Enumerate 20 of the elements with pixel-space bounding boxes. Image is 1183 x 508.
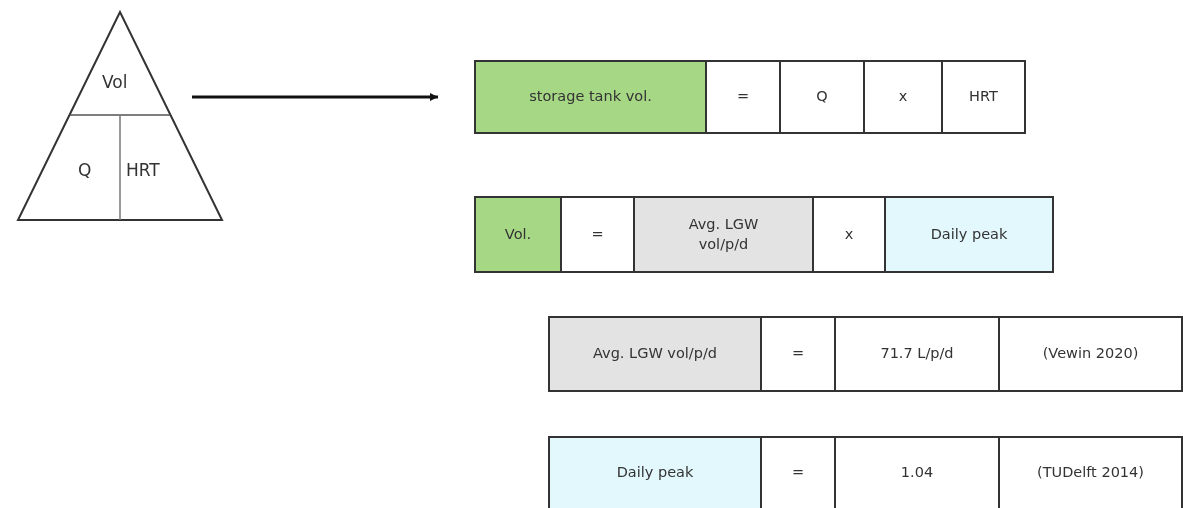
equation-cell: = [560,196,635,273]
equation-cell: 71.7 L/p/d [834,316,1000,392]
equation-cell: Avg. LGW vol/p/d [633,196,814,273]
equation-cell: storage tank vol. [474,60,707,134]
equation-cell: Avg. LGW vol/p/d [548,316,762,392]
equation-cell: Daily peak [884,196,1054,273]
equation-cell: Vol. [474,196,562,273]
equation-cell: Daily peak [548,436,762,508]
formula-term: Q [78,160,92,180]
equation-cell: x [863,60,943,134]
equation-cell: x [812,196,886,273]
equation-cell: HRT [941,60,1026,134]
arrow [192,93,438,101]
equation-cell: Q [779,60,865,134]
formula-term: HRT [126,160,160,180]
equation-cell: (Vewin 2020) [998,316,1183,392]
equation-cell: = [760,316,836,392]
formula-term: Vol [102,72,128,92]
equation-cell: (TUDelft 2014) [998,436,1183,508]
equation-cell: = [705,60,781,134]
